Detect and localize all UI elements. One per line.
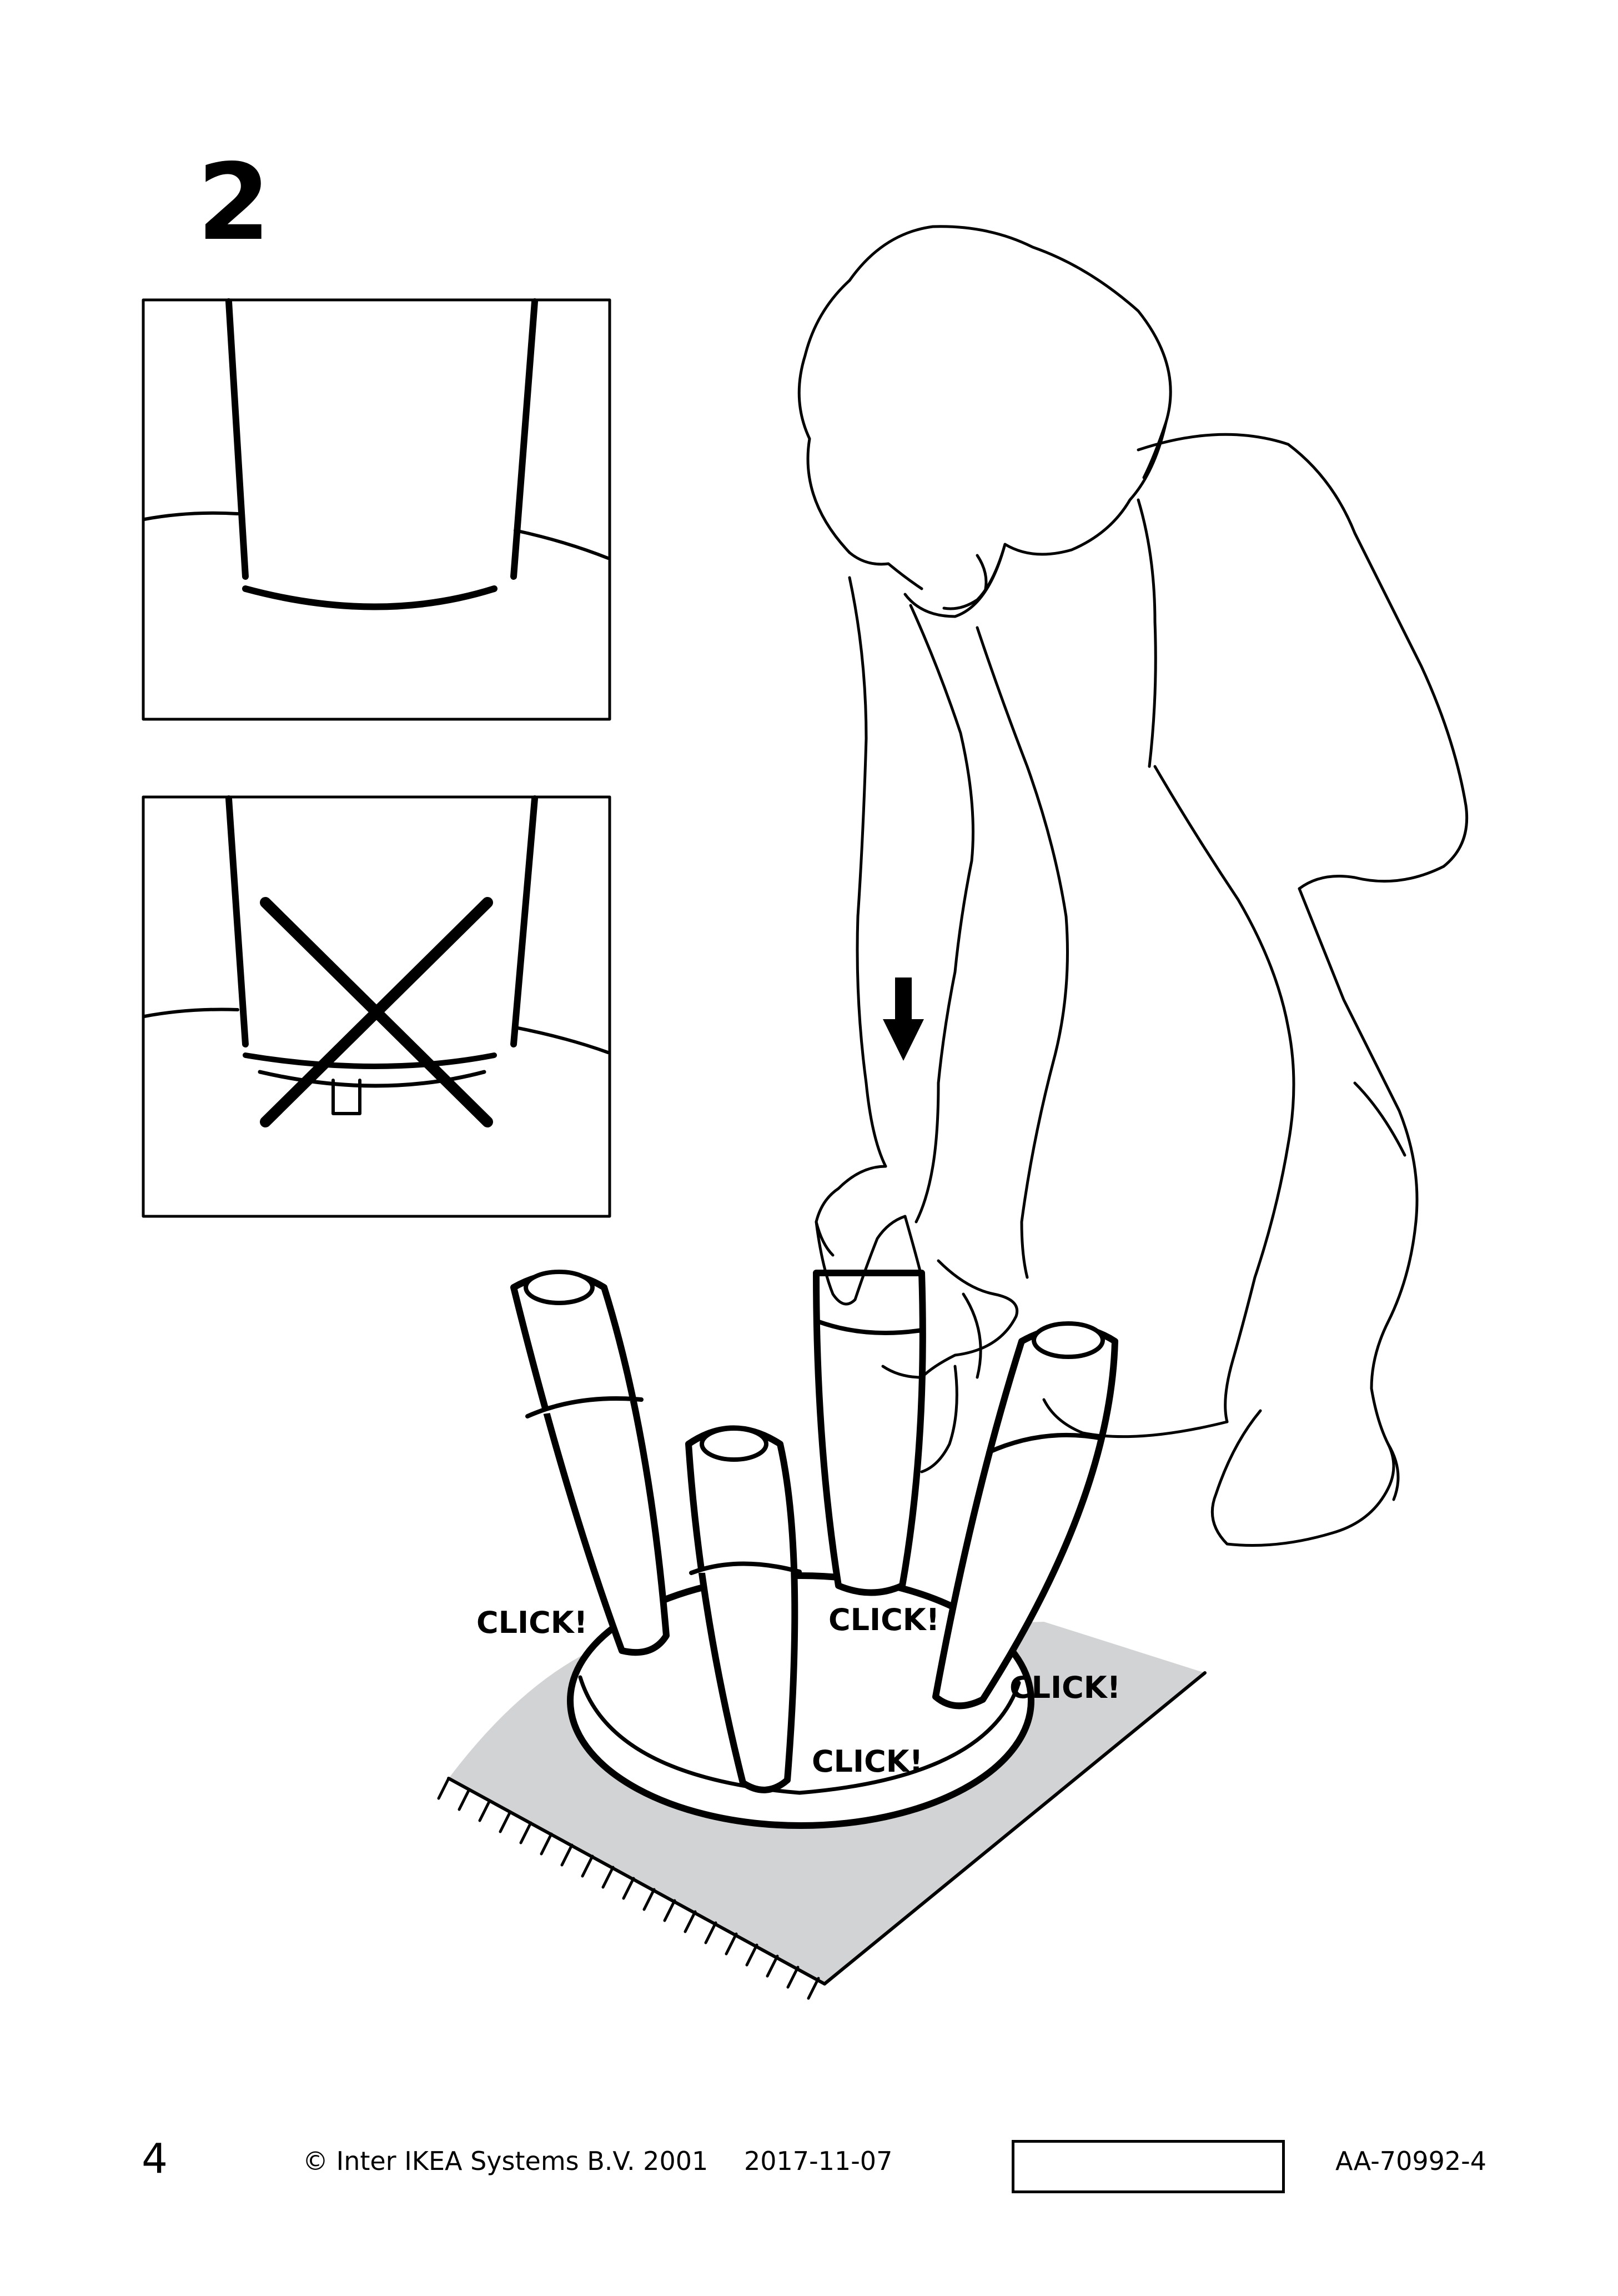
page-number: 4: [142, 2138, 168, 2179]
cross-mark-icon: [265, 903, 488, 1122]
copyright-text: © Inter IKEA Systems B.V. 2001: [303, 2148, 708, 2174]
correct-fit-panel: [143, 300, 610, 719]
leg-back-center: [816, 1273, 923, 1593]
correct-fit-frame: [143, 300, 610, 719]
incorrect-fit-panel: [143, 797, 610, 1216]
click-label-back-right: CLICK!: [1009, 1673, 1120, 1703]
leg-back-left: [514, 1272, 666, 1652]
down-arrow-icon: [883, 977, 924, 1061]
article-code: AA-70992-4: [1335, 2148, 1486, 2174]
blank-code-box: [1012, 2140, 1285, 2193]
print-date: 2017-11-07: [744, 2148, 892, 2174]
click-label-front-center: CLICK!: [812, 1747, 923, 1777]
click-label-back-left: CLICK!: [476, 1608, 587, 1638]
click-label-back-center: CLICK!: [828, 1605, 939, 1635]
